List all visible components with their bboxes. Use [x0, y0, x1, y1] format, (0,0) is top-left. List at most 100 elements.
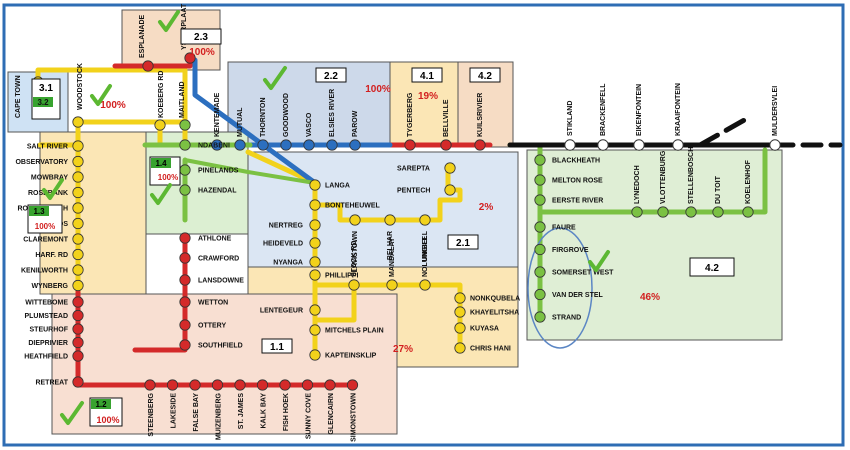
station-label: LAVISTOWN: [352, 231, 359, 272]
station-label: CRAWFORD: [198, 256, 239, 263]
station-dot: [72, 336, 84, 349]
station-dot: [179, 319, 191, 331]
station-label: PLUMSTEAD: [24, 313, 68, 320]
svg-text:2.2: 2.2: [324, 71, 338, 82]
station-label: FISH HOEK: [283, 393, 290, 431]
svg-text:100%: 100%: [158, 173, 178, 182]
svg-text:1.1: 1.1: [270, 342, 284, 353]
station-label: NOLUNGILE: [422, 235, 429, 277]
station-dot: [72, 233, 84, 245]
station-dot: [179, 339, 191, 351]
station-label: YSTERPLAAT: [181, 3, 188, 50]
svg-text:46%: 46%: [640, 292, 660, 303]
station-dot: [454, 292, 466, 304]
station-dot: [256, 379, 269, 391]
station-dot: [179, 274, 191, 286]
station-dot: [309, 199, 321, 211]
station-dot: [309, 237, 321, 249]
station-label: STEENBERG: [148, 392, 155, 436]
svg-text:2%: 2%: [479, 202, 494, 213]
station-label: LANGA: [325, 183, 350, 190]
station-label: VAN DER STEL: [552, 292, 604, 299]
station-dot: [303, 139, 315, 151]
check-icon: [263, 66, 287, 90]
station-dot: [154, 119, 166, 131]
station-dot: [349, 214, 361, 226]
svg-text:100%: 100%: [96, 415, 119, 425]
station-label: PAROW: [352, 110, 359, 137]
check-icon: [588, 250, 610, 272]
station-dot: [144, 379, 156, 391]
station-dot: [454, 306, 466, 318]
station-dot: [211, 379, 224, 391]
station-label: SOUTHFIELD: [198, 343, 243, 350]
station-label: ESPLANADE: [139, 14, 146, 58]
zone-4-2-top-badge: 4.2: [469, 67, 501, 83]
station-dot: [72, 296, 84, 308]
station-dot: [279, 379, 291, 391]
station-label: LANSDOWNE: [198, 278, 244, 285]
svg-text:1.2: 1.2: [95, 400, 107, 409]
station-label: HARF. RD: [35, 252, 68, 259]
station-dot: [179, 232, 191, 244]
station-label: BLACKHEATH: [552, 158, 600, 165]
station-dot: [301, 379, 314, 391]
station-dot: [769, 139, 781, 151]
station-dot: [534, 288, 546, 301]
station-label: GLENCAIRN: [328, 393, 335, 435]
zone-3-1-badge: 3.1 3.2 100%: [31, 78, 126, 120]
svg-text:4.2: 4.2: [705, 263, 719, 274]
station-dot: [257, 139, 269, 151]
station-label: MOWBRAY: [31, 175, 68, 182]
svg-text:3.1: 3.1: [39, 83, 53, 94]
station-dot: [534, 243, 546, 256]
station-label: ST. JAMES: [238, 393, 245, 430]
station-label: STOCK RD: [351, 241, 358, 277]
station-label: VASCO: [306, 112, 313, 137]
station-label: WYNBERG: [31, 283, 68, 290]
station-dot: [72, 171, 84, 183]
svg-text:100%: 100%: [365, 84, 391, 95]
station-dot: [72, 248, 84, 261]
station-label: KUYASA: [470, 326, 499, 333]
station-dot: [72, 186, 84, 199]
station-dot: [685, 206, 697, 218]
station-label: PHILLIPPI: [325, 273, 359, 280]
zone-4-1-badge: 4.1 19%: [411, 67, 443, 102]
station-dot: [474, 139, 486, 151]
station-dots: [32, 52, 781, 391]
station-dot: [179, 252, 191, 264]
station-dot: [234, 139, 246, 151]
station-dot: [404, 139, 416, 151]
svg-text:4.1: 4.1: [420, 71, 434, 82]
station-label: NYANGA: [273, 260, 303, 267]
station-label: KALK BAY: [261, 393, 268, 429]
station-dot: [419, 214, 431, 226]
station-dot: [179, 296, 191, 308]
station-label: FALSE BAY: [193, 393, 200, 432]
station-dot: [234, 379, 246, 391]
station-label: MULDERSVLEI: [772, 86, 779, 136]
station-dot: [440, 139, 452, 151]
zone-2-2-badge: 2.2 100%: [315, 67, 391, 95]
station-dot: [454, 342, 466, 354]
station-dot: [444, 184, 456, 196]
station-label: MUTUAL: [237, 107, 244, 137]
station-label: SUNNY COVE: [306, 393, 313, 439]
station-dot: [72, 376, 84, 388]
check-icon: [60, 401, 84, 425]
station-label: KOEBERG RD: [158, 71, 165, 118]
svg-text:100%: 100%: [100, 100, 126, 111]
station-dot: [72, 309, 84, 322]
svg-text:1.4: 1.4: [155, 159, 167, 168]
station-label: BELHAR: [387, 231, 394, 260]
station-label: WOODSTOCK: [77, 63, 84, 110]
station-dot: [349, 139, 361, 151]
station-label: FIRGROVE: [552, 247, 589, 254]
station-label: KRAAIFONTEIN: [675, 83, 682, 136]
station-dot: [742, 206, 754, 218]
station-label: LAKESIDE: [171, 393, 178, 429]
station-label: BELLVILLE: [443, 99, 450, 137]
station-dot: [564, 139, 576, 151]
